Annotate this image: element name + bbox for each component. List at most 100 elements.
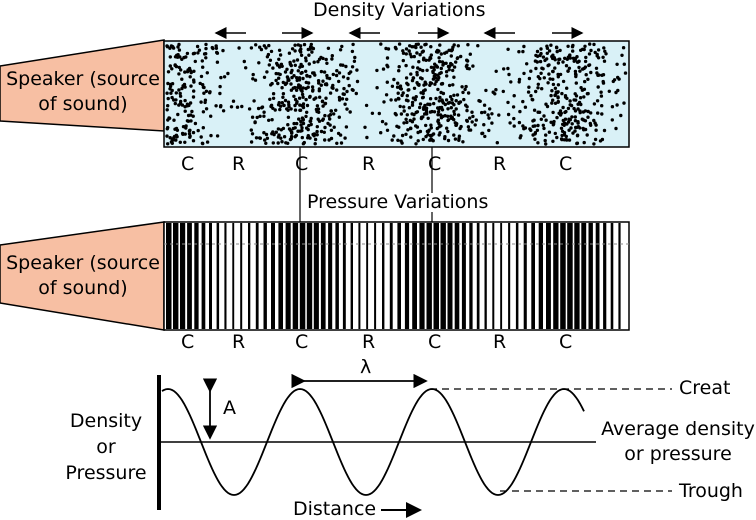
particle-dot [254, 43, 258, 47]
particle-dot [601, 55, 605, 59]
particle-dot [345, 89, 349, 94]
particle-dot [587, 63, 591, 68]
particle-dot [319, 83, 323, 87]
particle-dot [231, 99, 236, 103]
particle-dot [573, 119, 578, 123]
particle-dot [172, 118, 176, 122]
particle-dot [192, 80, 196, 84]
particle-dot [564, 109, 568, 114]
particle-dot [269, 49, 274, 54]
particle-dot [407, 49, 411, 53]
particle-dot [466, 125, 471, 129]
particle-dot [266, 52, 271, 57]
particle-dot [269, 103, 274, 108]
x-axis-label: Distance [293, 498, 377, 520]
particle-dot [568, 56, 572, 60]
particle-dot [415, 73, 419, 77]
particle-dot [292, 94, 296, 99]
pressure-bar [546, 223, 551, 329]
particle-dot [400, 93, 404, 98]
particle-dot [384, 93, 389, 97]
particle-dot [599, 94, 604, 98]
zone-label: C [559, 153, 573, 175]
particle-dot [419, 45, 423, 49]
particle-dot [168, 136, 172, 140]
particle-dot [568, 103, 572, 107]
particle-dot [412, 117, 416, 121]
particle-dot [260, 105, 265, 109]
particle-dot [340, 97, 345, 101]
particle-dot [447, 48, 451, 52]
particle-dot [454, 107, 458, 111]
pressure-bar [335, 223, 339, 329]
particle-dot [556, 100, 560, 104]
pressure-bar [313, 223, 319, 329]
particle-dot [457, 100, 462, 105]
particle-dot [384, 46, 388, 51]
particle-dot [452, 65, 457, 69]
particle-dot [539, 47, 543, 51]
particle-dot [446, 114, 450, 119]
pressure-bar [500, 223, 503, 329]
particle-dot [271, 141, 275, 145]
particle-dot [377, 111, 381, 116]
particle-dot [262, 131, 266, 135]
speaker-label-top-line2: of sound) [38, 93, 128, 115]
particle-dot [404, 117, 408, 122]
particle-dot [400, 133, 405, 138]
pressure-bar [603, 223, 607, 329]
particle-dot [467, 67, 471, 71]
particle-dot [355, 68, 359, 72]
particle-dot [461, 90, 465, 95]
particle-dot [544, 142, 548, 146]
particle-dot [487, 128, 491, 133]
pressure-bar [523, 223, 527, 329]
particle-dot [252, 99, 256, 103]
particle-dot [439, 124, 443, 128]
particle-dot [550, 101, 554, 105]
particle-dot [535, 128, 540, 132]
zone-label: C [295, 331, 309, 353]
particle-dot [375, 86, 379, 90]
particle-dot [416, 139, 420, 143]
particle-dot [439, 66, 443, 71]
particle-dot [439, 52, 443, 56]
particle-dot [173, 101, 177, 106]
particle-dot [300, 135, 304, 140]
particle-dot [567, 128, 571, 132]
particle-dot [483, 110, 487, 114]
particle-dot [443, 51, 447, 55]
particle-dot [561, 105, 565, 110]
particle-dot [271, 130, 275, 134]
particle-dot [570, 122, 574, 126]
particle-dot [622, 101, 626, 105]
particle-dot [304, 69, 308, 74]
particle-dot [445, 74, 449, 78]
particle-dot [410, 100, 415, 105]
particle-dot [588, 42, 592, 46]
particle-dot [593, 50, 597, 55]
particle-dot [187, 132, 192, 136]
particle-dot [180, 57, 184, 61]
particle-dot [276, 81, 280, 86]
particle-dot [168, 55, 172, 59]
particle-dot [471, 64, 475, 68]
particle-dot [181, 132, 185, 136]
particle-dot [509, 80, 513, 84]
particle-dot [218, 84, 222, 89]
particle-dot [586, 115, 590, 119]
particle-dot [339, 63, 343, 67]
particle-dot [549, 93, 553, 98]
particle-dot [430, 138, 434, 142]
particle-dot [271, 66, 275, 70]
particle-dot [204, 107, 209, 111]
particle-dot [299, 119, 303, 124]
particle-dot [240, 104, 244, 109]
particle-dot [415, 125, 420, 129]
particle-dot [187, 66, 192, 71]
y-axis-label: Density or Pressure [56, 408, 156, 486]
particle-dot [280, 101, 284, 105]
speaker-label-bottom-line2: of sound) [38, 277, 128, 299]
particle-dot [396, 91, 400, 95]
particle-dot [291, 126, 295, 131]
